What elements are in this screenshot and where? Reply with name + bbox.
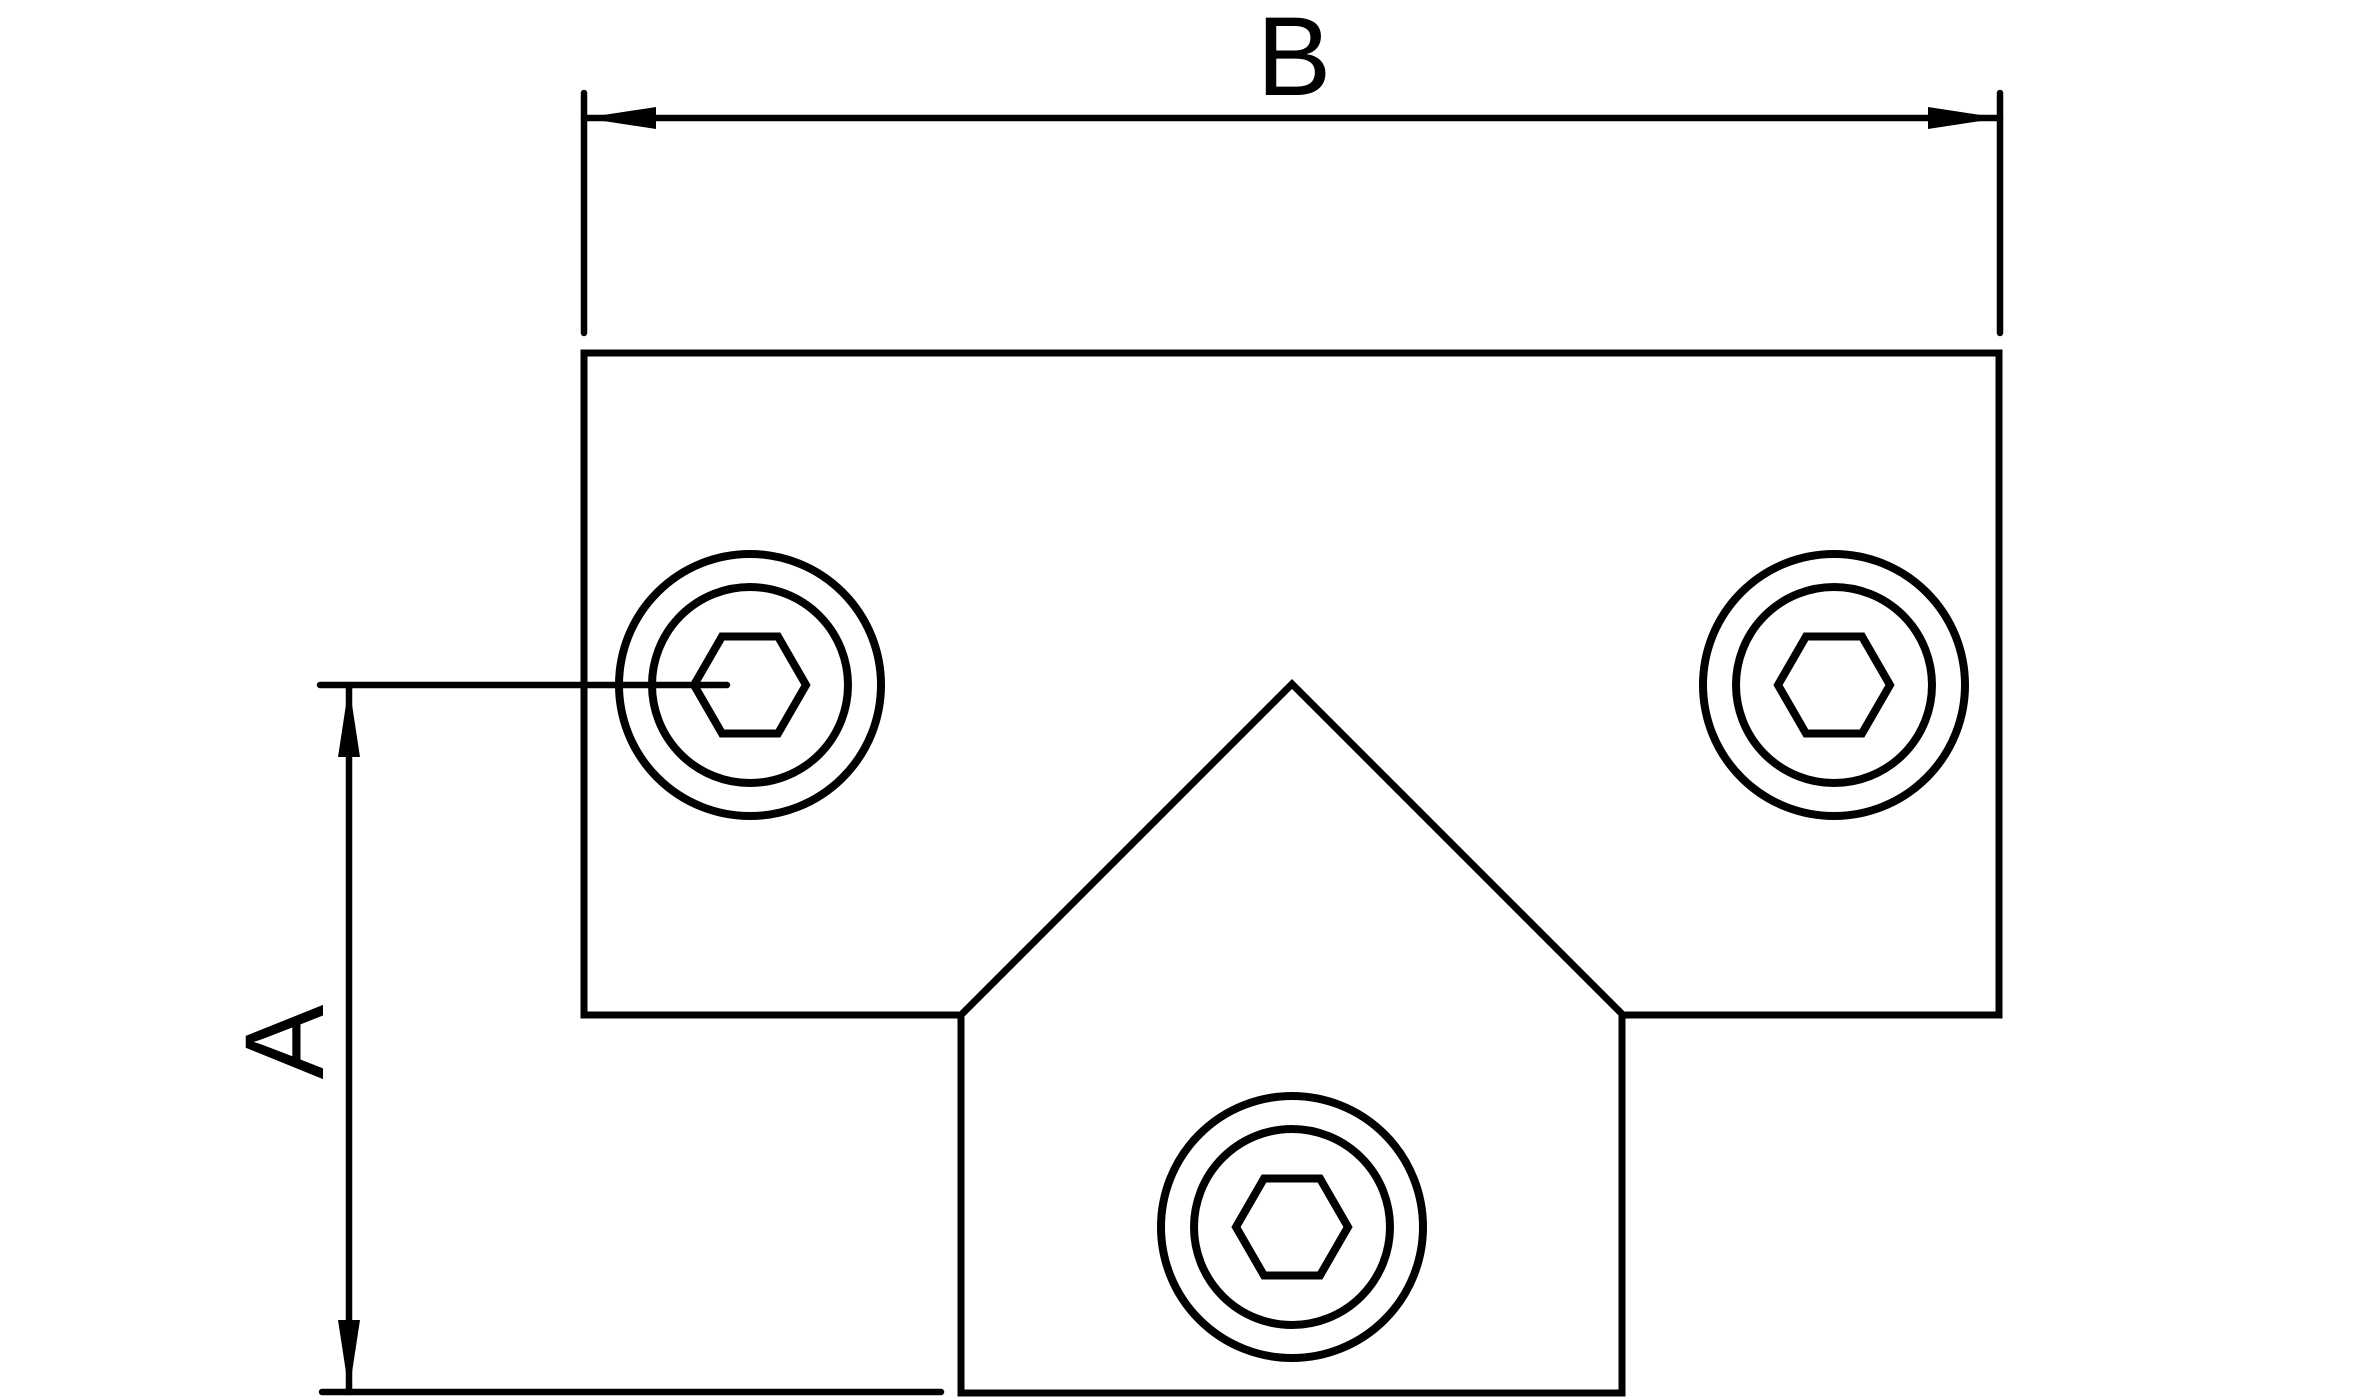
dim-b-arrowhead-left [584,107,656,129]
dimension-a: A [222,681,945,1396]
screw-top-right [1699,550,1969,820]
screw-head-circle [1190,1125,1394,1329]
screw-outer-circle [1157,1092,1427,1362]
tube-transition-edge [958,679,1626,1018]
dim-a-arrowhead-bottom [338,1320,360,1392]
screw-head-circle [1732,583,1936,787]
hex-socket-icon [1773,632,1895,738]
part-body-outline [580,349,2003,1397]
part-tee-connector [580,349,2003,1397]
dimension-label-a: A [222,1004,347,1079]
dimension-label-b: B [1257,0,1332,119]
hex-socket-icon [1231,1174,1353,1280]
screw-bottom [1157,1092,1427,1362]
dim-a-arrowhead-top [338,685,360,757]
dimension-b: B [580,0,2004,337]
dim-b-arrowhead-right [1928,107,2000,129]
screw-outer-circle [1699,550,1969,820]
